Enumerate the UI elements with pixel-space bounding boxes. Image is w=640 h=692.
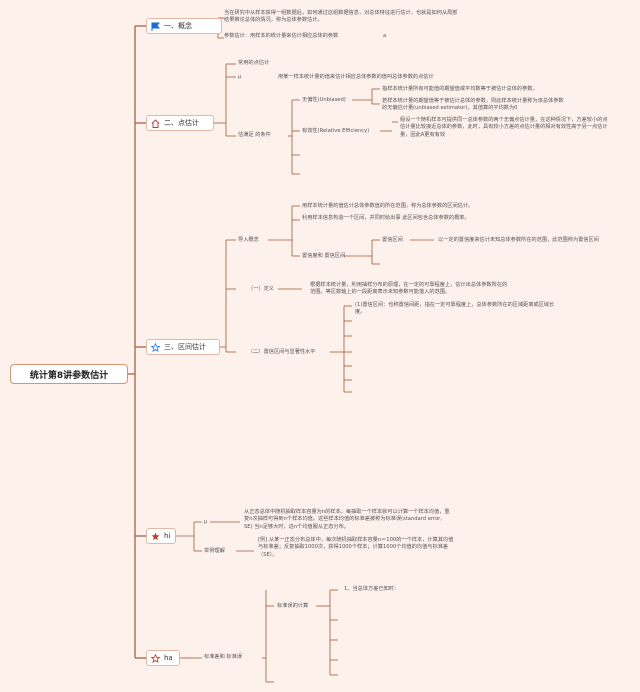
sd-and-se-label: 标准差和 标准误 xyxy=(204,654,242,660)
point-criteria: 估满足 的条件 xyxy=(238,132,271,138)
star-filled-icon xyxy=(151,532,160,541)
section-concept-label: 一、概念 xyxy=(164,22,192,30)
star-outline-icon xyxy=(151,653,160,663)
standard-error-definition: 从正态总体中随机抽取样本容量为n的样本，每抽取一个样本就可以计算一个样本均值，重… xyxy=(244,509,450,530)
section-point-estimate-label: 二、点估计 xyxy=(164,119,199,127)
point-mu: μ xyxy=(238,74,242,80)
example-understanding: 举例理解 xyxy=(204,548,225,554)
unbiased-estimator-text: 若样本统计量的期望值等于被估计总体的参数，则此样本统计量称为该总体参数的无偏估计… xyxy=(382,98,564,112)
section-ha[interactable]: ha xyxy=(146,650,180,666)
confidence-interval-definition: 以一定的置信度来估计未知总体参数所在的范围，此范围称为置信区间 xyxy=(438,237,599,243)
confidence-and-significance: （二）置信区间与显著性水平 xyxy=(248,349,316,355)
section-hi-label: hi xyxy=(164,532,171,540)
hi-mu: μ xyxy=(204,519,208,525)
confidence-interval-distance: (1)置信区间：也称置信间距，指在一定可靠程度上，总体参数所在的区域距离或区域长… xyxy=(355,302,555,316)
common-point-estimates: 常用的点估计 xyxy=(238,60,270,66)
root-topic[interactable]: 统计第8讲参数估计 xyxy=(10,364,128,384)
section-hi[interactable]: hi xyxy=(146,528,176,544)
section-point-estimate[interactable]: 二、点估计 xyxy=(146,115,214,131)
unbiasedness: 无偏性(Unbiased) xyxy=(302,97,346,103)
section-ha-label: ha xyxy=(164,654,173,662)
flag-icon xyxy=(151,22,160,31)
section-interval-estimate-label: 三、区间估计 xyxy=(164,343,206,351)
point-mu-text: 用某一样本统计量的值来估计相应总体参数的值叫总体参数的点估计 xyxy=(278,74,434,80)
concept-parameter-estimation-tail: a xyxy=(383,33,387,39)
se-calculation: 标准误的计算 xyxy=(277,603,309,609)
efficiency-definition: 假设一个随机样本可提供同一总体参数的两个无偏点估计量，在这种情况下，方差较小的点… xyxy=(400,117,608,138)
interval-definition-label: （一）定义 xyxy=(248,286,274,292)
relative-efficiency: 有效性(Relative Efficiency) xyxy=(302,128,370,134)
home-icon xyxy=(151,118,160,128)
confidence-interval-label: 置信区间 xyxy=(382,237,403,243)
star-outline-icon xyxy=(151,342,160,352)
concept-parameter-estimation: 参数估计：用样本的统计量来估计相应总体的参数 xyxy=(224,33,339,39)
interval-intro-probability: 利用样本信息构造一个区间，并同时给出事 此区间包含总体参数的概率。 xyxy=(302,215,470,221)
variance-known: 1、当总体方差已知时： xyxy=(344,586,400,592)
concept-definition: 当在研究中从样本获得一组数据后，如何通过这组数据信息，对总体特征进行估计，也就是… xyxy=(224,10,458,24)
root-title: 统计第8讲参数估计 xyxy=(29,370,109,381)
section-concept[interactable]: 一、概念 xyxy=(146,18,222,34)
interval-definition-text: 根据样本统计量，利用抽样分布的原理，在一定的可靠程度上，估计出总体参数所在的范围… xyxy=(310,282,508,296)
interval-intro-definition: 用样本统计量的值估计总体参数值的所在范围，称为总体参数的区间估计。 xyxy=(302,203,474,209)
unbiasedness-definition: 指样本统计量所有可能值的期望值或平均数等于被估计总体的参数。 xyxy=(382,86,538,92)
section-interval-estimate[interactable]: 三、区间估计 xyxy=(146,339,220,355)
interval-intro: 导入概念 xyxy=(238,237,259,243)
confidence-level-and-interval: 置信度和 置信区间 xyxy=(302,253,346,259)
example-text: [例] 从某一正态分布总体中，每次随机抽取样本容量n＝100的一个样本，计算其均… xyxy=(258,537,454,558)
